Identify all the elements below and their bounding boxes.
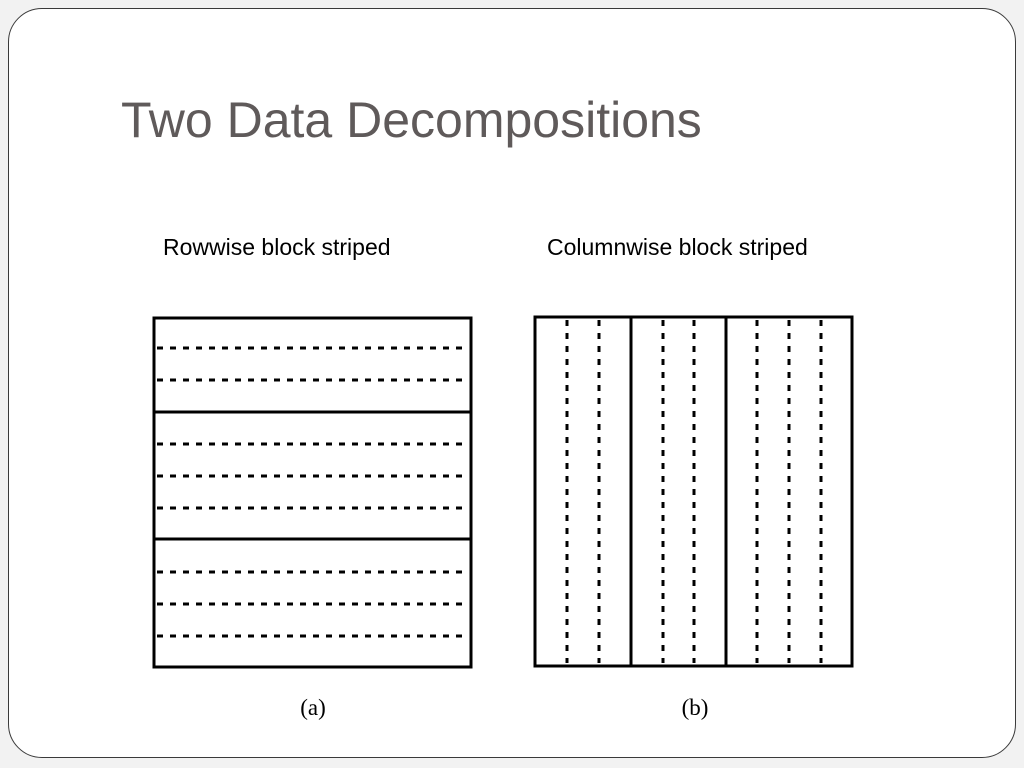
label-columnwise: Columnwise block striped <box>547 234 808 260</box>
columnwise-outline <box>533 315 854 668</box>
caption-b: (b) <box>682 695 709 720</box>
rowwise-stripes <box>157 346 468 638</box>
label-rowwise: Rowwise block striped <box>163 234 391 260</box>
rowwise-matrix: (a) <box>152 316 473 720</box>
slide-frame: Two Data Decompositions Rowwise block st… <box>8 8 1016 758</box>
columnwise-stripes <box>565 320 823 663</box>
rowwise-outline <box>152 316 473 669</box>
caption-a: (a) <box>300 695 326 720</box>
slide-title: Two Data Decompositions <box>121 92 702 148</box>
columnwise-matrix: (b) <box>533 315 854 720</box>
